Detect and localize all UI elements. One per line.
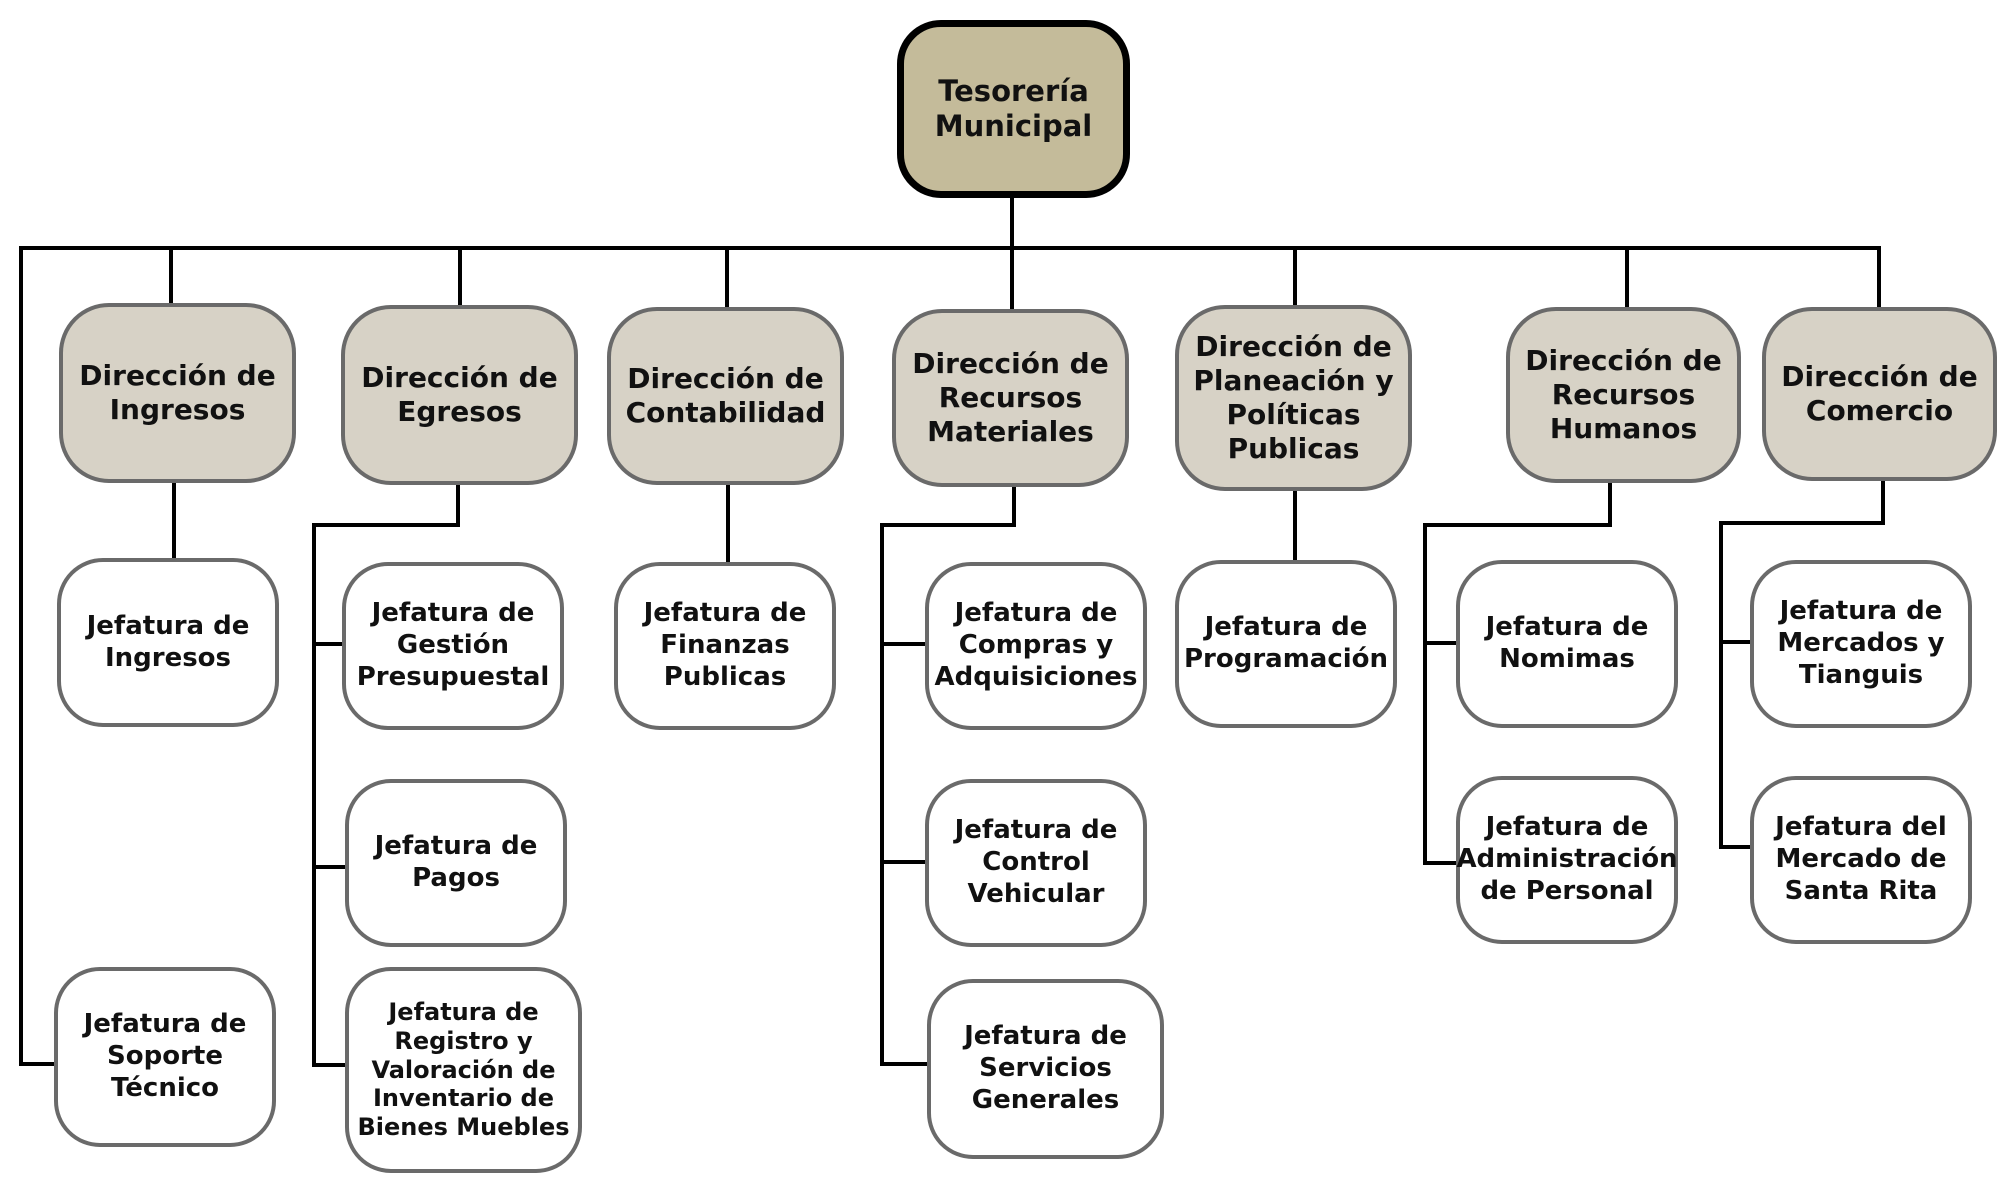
jefatura-administracion-personal[interactable]: Jefatura de Administración de Personal — [1456, 776, 1678, 944]
jefatura-registro-valoracion-inventario[interactable]: Jefatura de Registro y Valoración de Inv… — [345, 967, 582, 1173]
direction-ingresos[interactable]: Dirección de Ingresos — [59, 303, 296, 483]
direction-comercio[interactable]: Dirección de Comercio — [1762, 307, 1997, 481]
connector-egresos — [312, 482, 460, 1067]
jefatura-ingresos[interactable]: Jefatura de Ingresos — [57, 558, 279, 727]
direction-contabilidad[interactable]: Dirección de Contabilidad — [607, 307, 844, 485]
jefatura-soporte-tecnico[interactable]: Jefatura de Soporte Técnico — [54, 967, 276, 1147]
jefatura-mercados-tianguis[interactable]: Jefatura de Mercados y Tianguis — [1750, 560, 1972, 728]
connector-comercio — [1719, 478, 1885, 849]
root-node-tesoreria[interactable]: Tesorería Municipal — [897, 20, 1130, 198]
jefatura-gestion-presupuestal[interactable]: Jefatura de Gestión Presupuestal — [342, 562, 564, 730]
direction-planeacion-politicas[interactable]: Dirección de Planeación y Políticas Publ… — [1175, 305, 1412, 491]
jefatura-programacion[interactable]: Jefatura de Programación — [1175, 560, 1397, 728]
connector-soporte — [19, 246, 58, 1066]
jefatura-pagos[interactable]: Jefatura de Pagos — [345, 779, 567, 947]
jefatura-compras-adquisiciones[interactable]: Jefatura de Compras y Adquisiciones — [925, 562, 1147, 730]
direction-recursos-humanos[interactable]: Dirección de Recursos Humanos — [1506, 307, 1741, 483]
connector-materiales — [880, 484, 1016, 1066]
jefatura-mercado-santa-rita[interactable]: Jefatura del Mercado de Santa Rita — [1750, 776, 1972, 944]
jefatura-nomimas[interactable]: Jefatura de Nomimas — [1456, 560, 1678, 728]
connector-humanos — [1423, 480, 1612, 865]
jefatura-servicios-generales[interactable]: Jefatura de Servicios Generales — [927, 979, 1164, 1159]
jefatura-finanzas-publicas[interactable]: Jefatura de Finanzas Publicas — [614, 562, 836, 730]
jefatura-control-vehicular[interactable]: Jefatura de Control Vehicular — [925, 779, 1147, 947]
direction-recursos-materiales[interactable]: Dirección de Recursos Materiales — [892, 309, 1129, 487]
direction-egresos[interactable]: Dirección de Egresos — [341, 305, 578, 485]
